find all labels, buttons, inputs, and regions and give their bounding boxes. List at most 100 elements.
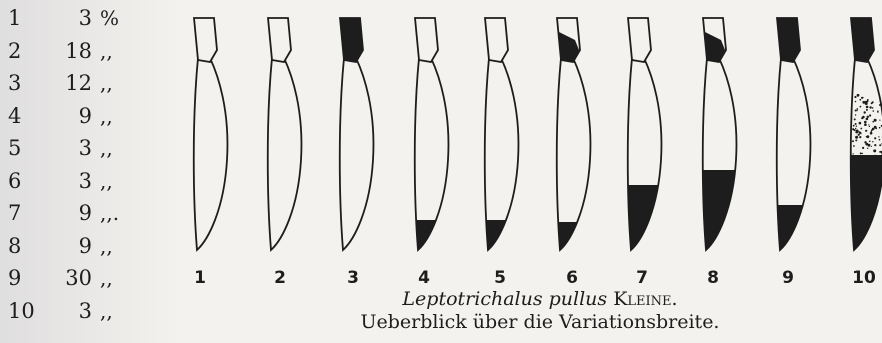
- speckle-dot: [853, 145, 855, 147]
- elytron-outline: [557, 58, 591, 250]
- speckle-dot: [855, 136, 858, 139]
- elytron-specimen: [695, 18, 745, 255]
- speckle-dot: [855, 123, 857, 125]
- speckle-dot: [879, 104, 881, 106]
- row-unit: ,,.: [100, 201, 119, 225]
- speckle-dot: [855, 110, 857, 112]
- speckle-dot: [855, 114, 856, 115]
- speckle-dot: [874, 126, 877, 129]
- caption-species: Leptotrichalus pullus: [402, 288, 607, 310]
- row-value: 30: [52, 266, 92, 290]
- row-unit: ,,: [100, 39, 113, 63]
- speckle-dot: [879, 139, 881, 141]
- speckle-dot: [862, 147, 864, 149]
- elytron-base: [777, 18, 800, 62]
- speckle-dot: [864, 123, 867, 126]
- row-number: 2: [8, 39, 38, 63]
- speckle-dot: [866, 118, 869, 121]
- row-number: 6: [8, 169, 38, 193]
- speckle-dot: [868, 124, 869, 125]
- row-value: 3: [52, 169, 92, 193]
- speckle-dot: [869, 141, 871, 143]
- speckle-dot: [864, 121, 867, 124]
- speckle-dot: [866, 109, 868, 111]
- row-number: 9: [8, 266, 38, 290]
- elytron-outline: [340, 58, 374, 250]
- speckle-dot: [873, 110, 875, 112]
- speckle-dot: [859, 122, 862, 125]
- speckle-dot: [879, 127, 881, 129]
- speckle-dot: [870, 132, 873, 135]
- speckle-dot: [865, 130, 867, 132]
- caption-title: Leptotrichalus pullus Kleine.: [300, 288, 780, 310]
- elytron-base: [415, 18, 438, 62]
- speckle-dot: [856, 126, 857, 127]
- elytron-base: [628, 18, 651, 62]
- row-unit: ,,: [100, 234, 113, 258]
- row-number: 7: [8, 201, 38, 225]
- speckle-dot: [857, 110, 858, 111]
- row-unit: ,,: [100, 71, 113, 95]
- row-value: 9: [52, 201, 92, 225]
- speckle-dot: [864, 111, 866, 113]
- speckle-dot: [872, 141, 873, 142]
- elytron-specimen: [340, 18, 374, 250]
- specimen-label: 8: [698, 268, 728, 288]
- row-number: 3: [8, 71, 38, 95]
- speckle-dot: [854, 129, 856, 131]
- specimen-label: 5: [485, 268, 515, 288]
- row-value: 3: [52, 136, 92, 160]
- specimen-label: 6: [557, 268, 587, 288]
- caption-subtitle: Ueberblick über die Variationsbreite.: [300, 310, 780, 334]
- speckle-dot: [872, 107, 874, 109]
- speckle-dot: [865, 143, 868, 146]
- row-number: 1: [8, 6, 38, 30]
- speckle-dot: [855, 139, 857, 141]
- elytron-specimen: [268, 18, 302, 250]
- speckle-dot: [874, 137, 876, 139]
- speckle-dot: [865, 101, 868, 104]
- speckle-dot: [871, 146, 872, 147]
- row-unit: ,,: [100, 266, 113, 290]
- specimen-label: 10: [849, 268, 879, 288]
- elytron-base: [340, 18, 363, 62]
- elytra-drawings: [180, 0, 882, 290]
- speckle-dot: [858, 134, 860, 136]
- figure-caption: Leptotrichalus pullus Kleine. Ueberblick…: [300, 288, 780, 334]
- speckle-dot: [879, 120, 880, 121]
- specimen-label: 1: [185, 268, 215, 288]
- elytron-specimen: [477, 18, 527, 255]
- speckle-dot: [878, 136, 879, 137]
- specimen-label: 2: [265, 268, 295, 288]
- elytron-specimen: [549, 18, 599, 255]
- row-value: 3: [52, 299, 92, 323]
- speckle-dot: [862, 153, 863, 154]
- speckle-dot: [871, 102, 873, 104]
- row-number: 10: [8, 299, 38, 323]
- dark-apical-patch: [549, 222, 599, 255]
- speckle-dot: [869, 126, 870, 127]
- speckle-dot: [877, 111, 879, 113]
- row-number: 8: [8, 234, 38, 258]
- speckle-dot: [860, 152, 862, 154]
- elytron-specimen: [407, 18, 457, 255]
- elytron-specimen: [769, 18, 819, 255]
- speckle-dot: [867, 148, 868, 149]
- speckle-dot: [872, 121, 874, 123]
- speckle-dot: [855, 128, 856, 129]
- speckle-dot: [860, 106, 862, 108]
- row-value: 12: [52, 71, 92, 95]
- speckle-dot: [856, 108, 858, 110]
- row-unit: ,,: [100, 104, 113, 128]
- speckle-dot: [854, 96, 856, 98]
- row-value: 18: [52, 39, 92, 63]
- row-unit: ,,: [100, 136, 113, 160]
- elytron-base: [268, 18, 291, 62]
- speckle-dot: [874, 144, 876, 146]
- specimen-label: 7: [627, 268, 657, 288]
- elytron-specimen: [843, 18, 882, 255]
- specimen-label: 4: [409, 268, 439, 288]
- elytron-specimen: [620, 18, 670, 255]
- speckle-dot: [874, 119, 877, 122]
- speckle-dot: [861, 117, 863, 119]
